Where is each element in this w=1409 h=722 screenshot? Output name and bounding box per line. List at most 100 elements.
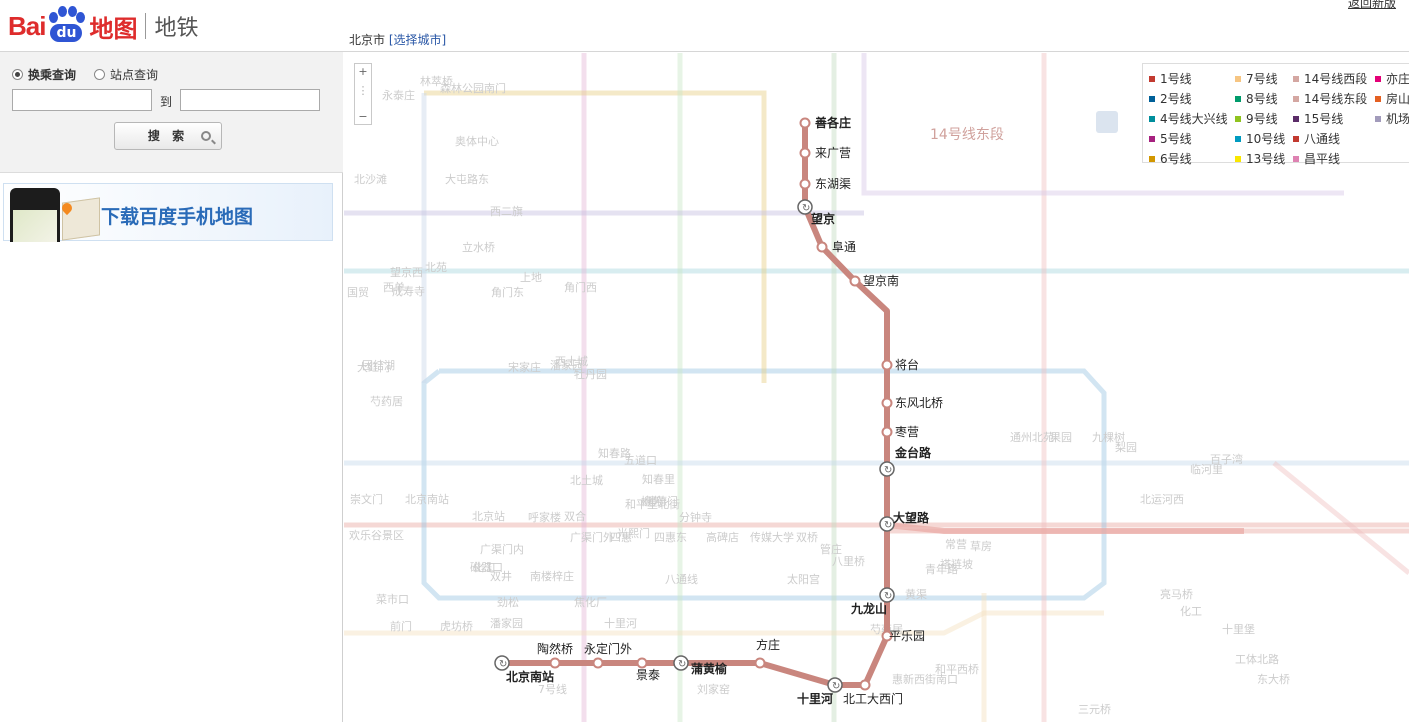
faded-station-label: 上地 — [520, 271, 542, 284]
faded-station-label: 九棵树 — [1092, 430, 1125, 444]
select-city-link[interactable]: [选择城市] — [388, 33, 447, 47]
faded-station-label: 八通线 — [665, 572, 698, 586]
radio-station-label[interactable]: 站点查询 — [110, 68, 159, 82]
station-dot — [849, 275, 861, 287]
faded-station-label: 五道口 — [624, 453, 657, 467]
faded-station-label: 欢乐谷景区 — [349, 528, 404, 542]
legend-swatch — [1293, 95, 1299, 102]
radio-transfer[interactable] — [12, 69, 23, 80]
faded-station-label: 果园 — [1050, 431, 1072, 444]
legend-label: 昌平线 — [1304, 152, 1341, 166]
transfer-station-icon — [827, 677, 843, 693]
station-label: 善各庄 — [815, 115, 851, 130]
zoom-out-icon[interactable]: − — [358, 110, 368, 123]
batong-line-segment — [886, 522, 1244, 534]
legend-swatch — [1235, 75, 1241, 82]
faded-station-label: 永泰庄 — [382, 88, 415, 102]
phone-icon — [10, 188, 60, 242]
legend-item-16: 亦庄线 — [1375, 70, 1409, 87]
station-dot — [799, 178, 811, 190]
faded-station-label: 北京站 — [472, 509, 505, 523]
station-label: 阜通 — [832, 240, 856, 254]
download-app-banner[interactable]: 下载百度手机地图 — [3, 183, 333, 242]
faded-station-label: 北运河西 — [1140, 493, 1184, 506]
transfer-station-icon — [879, 461, 895, 477]
faded-station-label: 劲松 — [497, 595, 519, 609]
faded-station-label: 和平西桥 — [935, 663, 979, 676]
faded-station-label: 森林公园南门 — [440, 81, 506, 95]
faded-station-label: 牡丹园 — [574, 367, 607, 381]
legend-item-2: 2号线 — [1149, 90, 1192, 107]
legend-swatch — [1293, 135, 1299, 142]
faded-station-label: 崇文门 — [350, 492, 383, 506]
faded-station-label: 化工 — [1180, 604, 1202, 618]
faded-line-12 — [344, 610, 1104, 636]
legend-swatch — [1149, 135, 1155, 142]
faded-station-label: 7号线 — [538, 682, 567, 696]
legend-item-18: 机场线 — [1375, 110, 1409, 127]
legend-swatch — [1375, 75, 1381, 82]
legend-label: 8号线 — [1246, 92, 1278, 106]
legend-swatch — [1235, 115, 1241, 122]
faded-station-label: 刘家窑 — [697, 682, 730, 696]
legend-item-5: 6号线 — [1149, 150, 1192, 167]
legend-item-8: 9号线 — [1235, 110, 1278, 127]
faded-station-label: 传媒大学 — [750, 530, 794, 544]
radio-station[interactable] — [94, 69, 106, 80]
faded-station-label: 十里堡 — [1222, 622, 1255, 636]
zoom-control[interactable]: + ⋮ − — [354, 63, 372, 125]
legend-item-7: 8号线 — [1235, 90, 1278, 107]
search-button[interactable]: 搜 索 — [114, 122, 222, 150]
logo-map: 地图 — [89, 14, 138, 43]
faded-station-label: 菜市口 — [376, 592, 409, 606]
paw-icon: du — [46, 6, 86, 46]
legend-swatch — [1293, 115, 1299, 122]
legend-swatch — [1235, 95, 1241, 102]
faded-station-label: 宋家庄 — [508, 360, 541, 374]
zoom-in-icon[interactable]: + — [358, 65, 368, 78]
faded-station-label: 草房 — [970, 540, 992, 553]
faded-station-label: 百子湾 — [1210, 452, 1243, 466]
top-right-link[interactable]: 返回新版 — [1348, 0, 1397, 10]
from-station-input[interactable] — [12, 89, 152, 111]
logo-du: du — [50, 24, 83, 42]
legend-label: 14号线东段 — [1304, 92, 1368, 106]
legend-swatch — [1235, 135, 1241, 142]
transfer-station-icon — [797, 199, 813, 215]
legend-label: 2号线 — [1160, 92, 1192, 106]
legend-label: 机场线 — [1386, 112, 1409, 126]
legend-item-15: 昌平线 — [1293, 150, 1340, 167]
legend-item-1: 1号线 — [1149, 70, 1192, 87]
legend-item-14: 八通线 — [1293, 130, 1340, 147]
to-station-input[interactable] — [180, 89, 320, 111]
station-label: 平乐园 — [889, 629, 925, 643]
legend-label: 亦庄线 — [1386, 72, 1409, 86]
faded-station-label: 亮马桥 — [1160, 587, 1193, 601]
faded-station-label: 双井 — [490, 569, 512, 583]
station-label: 蒲黄榆 — [691, 661, 728, 676]
faded-station-label: 望京西 — [390, 265, 423, 279]
zoom-slider-icon[interactable]: ⋮ — [357, 84, 369, 97]
legend-label: 10号线 — [1246, 132, 1286, 146]
faded-station-label: 东大桥 — [1257, 672, 1290, 686]
faded-station-label: 双合 — [564, 509, 586, 523]
subway-map-canvas[interactable]: 八通线7号线国贸西单崇文门北京站磁器口双井劲松潘家园呼家楼团结湖菜市口前门虎坊桥… — [344, 53, 1409, 722]
faded-station-label: 化工 — [473, 560, 495, 574]
station-dot — [859, 679, 871, 691]
legend-label: 15号线 — [1304, 112, 1344, 126]
baidu-map-logo[interactable]: Bai du 地图 地铁 — [8, 6, 198, 46]
transfer-glyph: ↻ — [499, 659, 507, 670]
radio-transfer-label[interactable]: 换乘查询 — [28, 68, 77, 82]
faded-station-label: 北沙滩 — [354, 172, 387, 186]
transfer-glyph: ↻ — [884, 465, 892, 476]
faded-station-label: 北京南站 — [405, 492, 449, 506]
station-label: 东湖渠 — [815, 176, 851, 191]
station-dot — [799, 147, 811, 159]
search-panel: 换乘查询 站点查询 到 搜 索 — [0, 52, 343, 173]
legend-swatch — [1149, 95, 1155, 102]
faded-station-label: 梨园 — [1115, 440, 1137, 454]
logo-divider — [145, 13, 147, 39]
legend-item-10: 13号线 — [1235, 150, 1285, 167]
left-sidebar: 换乘查询 站点查询 到 搜 索 下载百度手机地图 — [0, 52, 343, 722]
